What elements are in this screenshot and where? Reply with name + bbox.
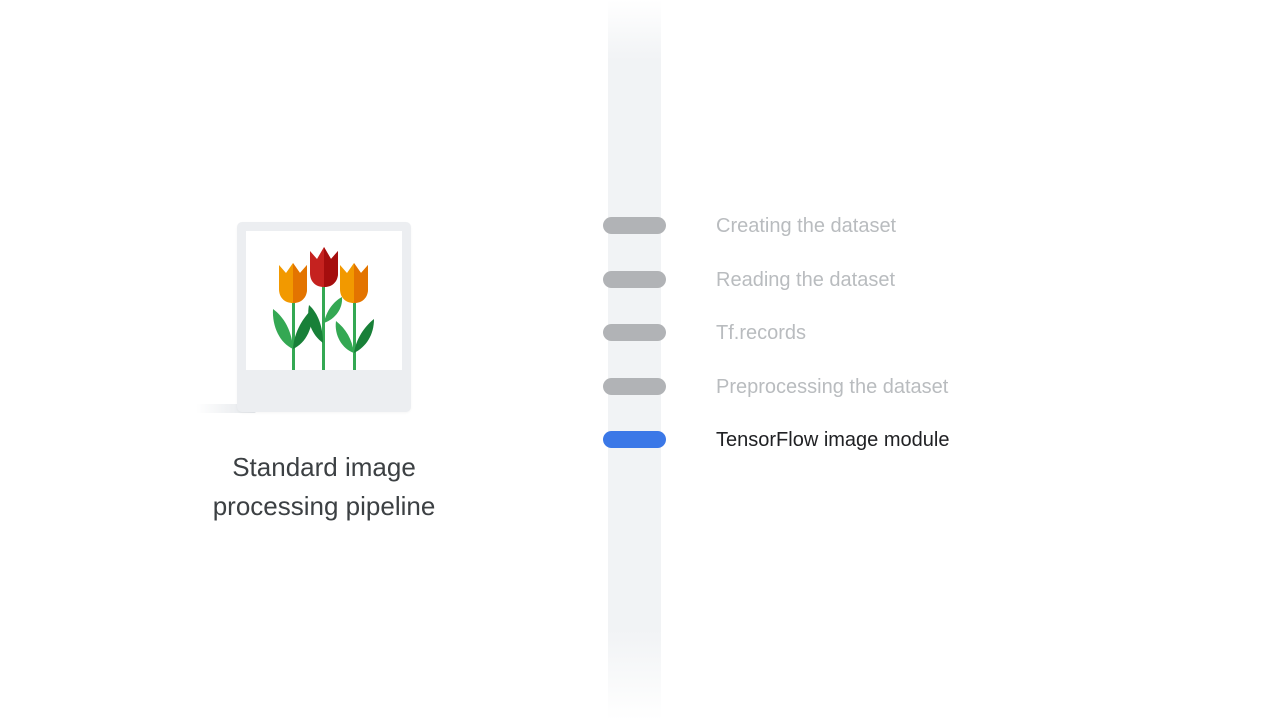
step-marker <box>603 324 666 341</box>
step-marker <box>603 271 666 288</box>
step-label: Creating the dataset <box>716 215 897 237</box>
step-creating-dataset[interactable]: Creating the dataset <box>603 214 1123 238</box>
step-reading-dataset[interactable]: Reading the dataset <box>603 268 1123 292</box>
pipeline-caption: Standard image processing pipeline <box>150 448 498 526</box>
caption-line-1: Standard image <box>232 452 416 482</box>
photo-frame <box>237 222 411 412</box>
caption-line-2: processing pipeline <box>212 491 436 521</box>
step-label: Reading the dataset <box>716 269 896 291</box>
photo <box>246 231 402 370</box>
step-tensorflow-image-module[interactable]: TensorFlow image module <box>603 428 1123 452</box>
step-tf-records[interactable]: Tf.records <box>603 321 1123 345</box>
step-label: Tf.records <box>716 322 807 344</box>
step-marker <box>603 217 666 234</box>
step-label: Preprocessing the dataset <box>716 376 949 398</box>
step-preprocessing-dataset[interactable]: Preprocessing the dataset <box>603 375 1123 399</box>
frame-shadow <box>196 404 256 413</box>
tulips-image-icon <box>272 247 374 370</box>
step-marker-active <box>603 431 666 448</box>
timeline-rail <box>608 0 661 720</box>
step-marker <box>603 378 666 395</box>
step-label: TensorFlow image module <box>716 429 950 451</box>
